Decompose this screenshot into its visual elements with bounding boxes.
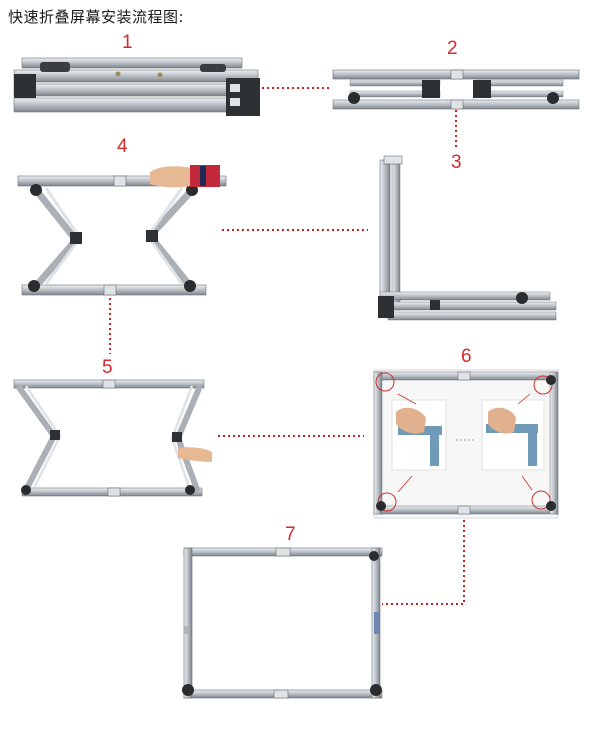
step-number-2: 2 xyxy=(447,38,458,59)
step-number-5: 5 xyxy=(102,357,113,378)
step-number-6: 6 xyxy=(461,346,472,367)
step3-lshape-frame xyxy=(378,155,557,321)
step5-opening-frame xyxy=(13,379,212,497)
step-connectors xyxy=(109,87,465,605)
step-number-7: 7 xyxy=(285,524,296,545)
step1-folded-frame xyxy=(13,57,260,116)
connector-6-7 xyxy=(382,520,465,605)
step-number-1: 1 xyxy=(122,32,133,53)
step7-finished-frame xyxy=(182,547,383,699)
step2-unfolded-frame xyxy=(332,69,580,110)
step-number-4: 4 xyxy=(117,136,128,157)
step4-scissor-frame xyxy=(17,165,227,296)
step6-locking-frame xyxy=(373,369,559,519)
page-title: 快速折叠屏幕安装流程图: xyxy=(8,8,185,26)
step-number-3: 3 xyxy=(451,152,462,173)
